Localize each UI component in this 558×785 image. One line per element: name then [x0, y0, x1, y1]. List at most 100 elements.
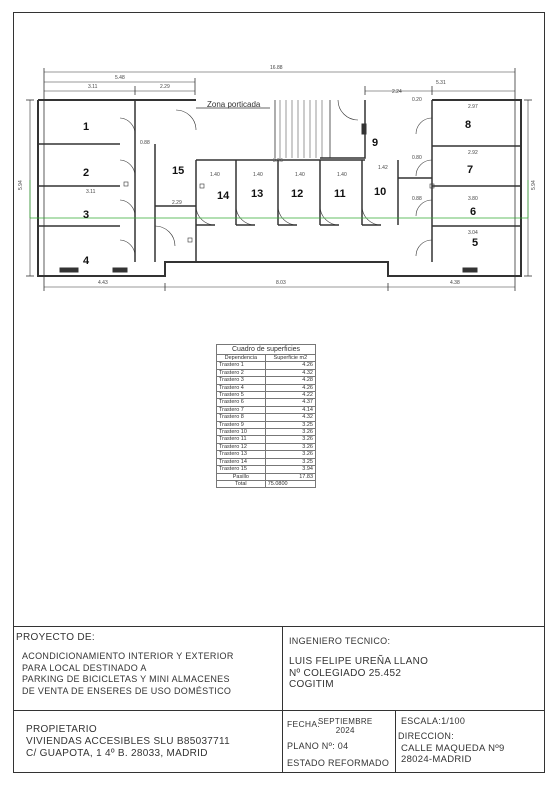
room-14: 14: [217, 190, 230, 202]
escala: ESCALA:1/100: [401, 716, 466, 726]
dependencia-cell: Trastero 13: [216, 450, 266, 459]
direccion-block: CALLE MAQUEDA Nº9 28024-MADRID: [401, 743, 505, 765]
divider: [13, 710, 545, 711]
superficie-cell: 3.94: [264, 465, 317, 474]
dim: 5.94: [18, 180, 24, 190]
superficie-cell: 4.26: [264, 361, 317, 370]
dim: 2.92: [468, 150, 478, 156]
fecha-label: FECHA:: [287, 719, 320, 729]
room-4: 4: [83, 255, 90, 267]
direccion-line: 28024-MADRID: [401, 754, 472, 765]
dim: 0.88: [140, 140, 150, 146]
dependencia-cell: Trastero 7: [216, 405, 266, 415]
room-8: 8: [465, 119, 471, 131]
room-10: 10: [374, 186, 386, 198]
propietario-block: PROPIETARIO VIVIENDAS ACCESIBLES SLU B85…: [26, 724, 230, 760]
dim: 2.29: [172, 200, 182, 206]
dependencia-cell: Trastero 3: [216, 376, 266, 385]
superficie-cell: 17.83: [264, 472, 317, 481]
dim: 1.40: [295, 172, 305, 178]
dim: 3.11: [88, 84, 98, 90]
plano-number: PLANO Nº: 04: [287, 741, 349, 751]
ingeniero-line: LUIS FELIPE UREÑA LLANO: [289, 656, 429, 667]
room-1: 1: [83, 121, 89, 133]
dim: 3.04: [468, 230, 478, 236]
dim: 1.40: [253, 172, 263, 178]
dim: 1.40: [210, 172, 220, 178]
fecha-value: SEPTIEMBRE 2024: [318, 717, 373, 735]
direccion-label: DIRECCION:: [398, 731, 455, 741]
dim: 0.88: [412, 196, 422, 202]
room-2: 2: [83, 167, 89, 179]
divider: [395, 710, 396, 773]
dim-total: 16.88: [270, 65, 283, 71]
proyecto-line: DE VENTA DE ENSERES DE USO DOMÉSTICO: [22, 685, 232, 696]
dim: 2.97: [468, 104, 478, 110]
drawing-sheet: [13, 12, 545, 773]
superficie-cell: 4.28: [264, 376, 317, 385]
dependencia-cell: Pasillo: [216, 472, 266, 481]
superficie-cell: 3.26: [264, 435, 317, 444]
proyecto-description: ACONDICIONAMIENTO INTERIOR Y EXTERIOR PA…: [22, 651, 234, 697]
dependencia-cell: Trastero 14: [216, 457, 266, 467]
dim: 3.11: [86, 189, 96, 195]
superficie-cell: 3.26: [264, 450, 317, 459]
dim: 8.03: [276, 280, 286, 286]
fecha-line: SEPTIEMBRE: [318, 717, 373, 726]
proyecto-label: PROYECTO DE:: [16, 632, 95, 643]
proyecto-line: ACONDICIONAMIENTO INTERIOR Y EXTERIOR: [22, 651, 234, 661]
dim: 5.31: [436, 80, 446, 86]
dim: 3.80: [468, 196, 478, 202]
surfaces-caption: Cuadro de superficies: [216, 344, 316, 354]
dependencia-cell: Trastero 1: [216, 361, 266, 370]
proyecto-line: PARKING DE BICICLETAS Y MINI ALMACENES: [22, 674, 230, 684]
divider: [13, 626, 545, 627]
propietario-line: C/ GUAPOTA, 1 4º B. 28033, MADRID: [26, 748, 208, 759]
dependencia-cell: Trastero 8: [216, 413, 266, 422]
room-7: 7: [467, 164, 473, 176]
dim: 1.42: [378, 165, 388, 171]
dependencia-cell: Trastero 12: [216, 442, 266, 452]
superficie-cell: 4.26: [264, 383, 317, 393]
dim: 3.26: [273, 158, 283, 164]
dependencia-cell: Trastero 10: [216, 428, 266, 437]
dim: 5.94: [531, 180, 537, 190]
superficie-cell: 75.0800: [264, 479, 317, 489]
dependencia-cell: Trastero 5: [216, 391, 266, 400]
dim: 1.40: [337, 172, 347, 178]
dim-left: 5.48: [115, 75, 125, 81]
propietario-line: VIVIENDAS ACCESIBLES SLU B85037711: [26, 736, 231, 747]
table-header: Superficie m2: [264, 353, 317, 363]
dim: 0.20: [412, 97, 422, 103]
ingeniero-info: LUIS FELIPE UREÑA LLANO Nº COLEGIADO 25.…: [289, 656, 428, 691]
room-3: 3: [83, 209, 89, 221]
direccion-line: CALLE MAQUEDA Nº9: [401, 743, 505, 754]
ingeniero-line: Nº COLEGIADO 25.452: [289, 667, 402, 679]
dependencia-cell: Trastero 9: [216, 420, 266, 430]
room-9: 9: [372, 137, 378, 149]
surfaces-table: Cuadro de superficies Dependencia Superf…: [216, 344, 317, 489]
proyecto-line: PARA LOCAL DESTINADO A: [22, 662, 147, 673]
dim: 0.80: [412, 155, 422, 161]
superficie-cell: 4.22: [264, 391, 317, 400]
superficie-cell: 4.32: [264, 413, 317, 422]
divider: [282, 626, 283, 773]
dependencia-cell: Trastero 11: [216, 435, 266, 444]
dependencia-cell: Trastero 15: [216, 465, 266, 474]
